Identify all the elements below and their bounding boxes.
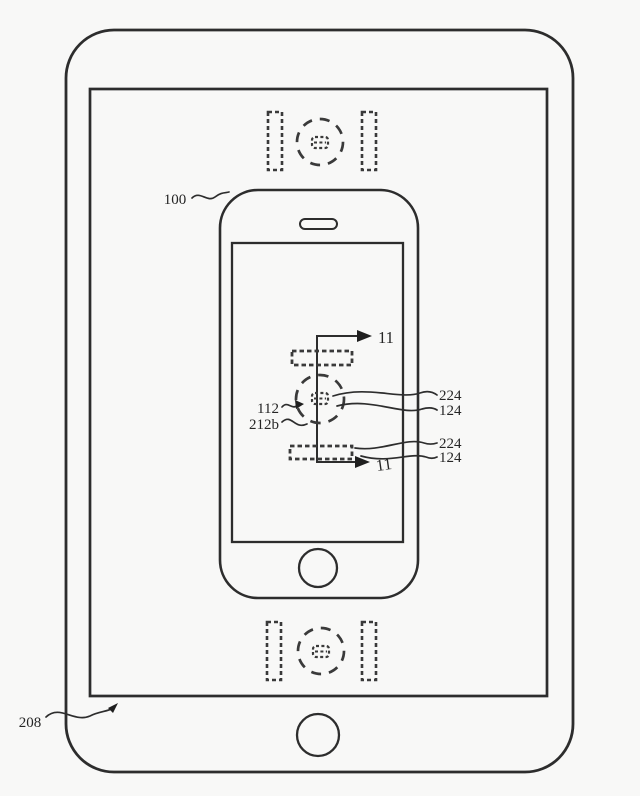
leader-upper-124 xyxy=(336,402,438,412)
section-line-11-11: 11 11 xyxy=(316,328,394,475)
tablet-bottom-alignment-assembly xyxy=(265,620,378,682)
lower-magnet-array-icon xyxy=(288,444,354,461)
tablet-device xyxy=(64,28,575,774)
label-magnet: 112 xyxy=(257,401,279,417)
tablet-top-alignment-assembly xyxy=(266,110,378,172)
leader-alignment-component xyxy=(281,418,308,427)
phone-home-button-icon xyxy=(297,547,339,589)
leader-tablet-arrow-icon xyxy=(108,703,118,713)
leader-lower-224 xyxy=(354,440,438,450)
phone-speaker-icon xyxy=(299,218,338,230)
bottom-left-magnet-icon xyxy=(265,620,283,682)
bottom-right-magnet-icon xyxy=(360,620,378,682)
bottom-coil-center-icon xyxy=(311,644,331,659)
top-coil-center-icon xyxy=(310,135,330,150)
section-label-bottom: 11 xyxy=(375,454,393,475)
tablet-home-button-icon xyxy=(295,712,341,758)
upper-magnet-array-icon xyxy=(290,349,354,367)
label-phone: 100 xyxy=(164,192,187,208)
section-arrow-bottom-icon xyxy=(355,456,370,468)
leader-tablet xyxy=(45,707,114,719)
top-left-magnet-icon xyxy=(266,110,284,172)
leader-phone xyxy=(191,191,230,200)
label-alignment-component: 212b xyxy=(249,417,279,433)
tablet-screen xyxy=(88,87,549,698)
leader-magnet-arrow-icon xyxy=(295,400,304,409)
label-upper-224: 224 xyxy=(439,388,462,404)
phone-coil-icon xyxy=(294,373,346,425)
label-lower-224: 224 xyxy=(439,436,462,452)
phone-alignment-components xyxy=(288,349,354,461)
label-upper-124: 124 xyxy=(439,403,462,419)
bottom-coil-icon xyxy=(296,626,346,676)
section-label-top: 11 xyxy=(378,328,394,347)
reference-callouts: 100 208 112 212b 224 124 224 124 xyxy=(19,191,462,731)
label-tablet: 208 xyxy=(19,715,42,731)
label-lower-124: 124 xyxy=(439,450,462,466)
phone-coil-center-icon xyxy=(310,391,330,406)
top-coil-icon xyxy=(295,117,345,167)
section-arrow-top-icon xyxy=(357,330,372,342)
phone-screen xyxy=(230,241,405,544)
tablet-body xyxy=(64,28,575,774)
leader-lower-124 xyxy=(360,454,438,460)
leader-upper-224 xyxy=(332,390,438,397)
top-right-magnet-icon xyxy=(360,110,378,172)
